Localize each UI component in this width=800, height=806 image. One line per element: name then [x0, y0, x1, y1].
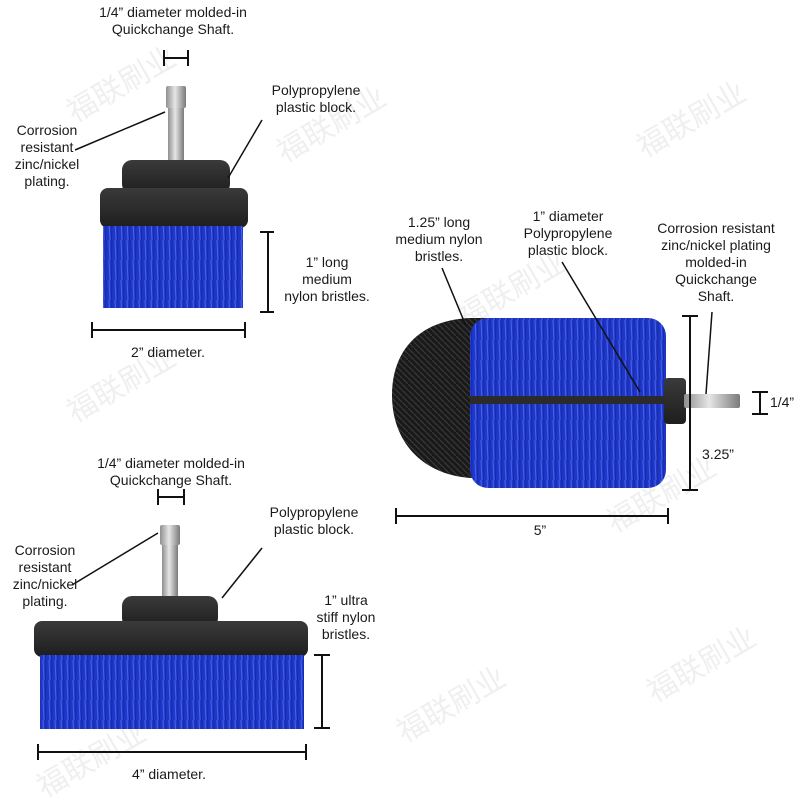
small-brush-block-label: Polypropylene plastic block. [246, 82, 386, 116]
round-brush-black-tip [392, 318, 490, 478]
round-brush-plating-label-line3: molded-in [685, 254, 747, 270]
large-brush-diameter-label: 4” diameter. [104, 766, 234, 783]
large-brush-shaft-label-line1: 1/4” diameter molded-in [97, 455, 245, 471]
round-brush-shaft-dim-text: 1/4” [769, 394, 795, 410]
small-brush-bristle-label-line1: 1” long [305, 254, 349, 270]
small-brush-plating-label-line4: plating. [24, 173, 70, 189]
large-brush-plating-label-line2: resistant [18, 559, 72, 575]
round-brush-bristle-label-line3: bristles. [414, 248, 464, 264]
round-brush-hub [664, 378, 686, 424]
round-brush [392, 261, 768, 524]
round-brush-height-dim-text: 3.25” [702, 446, 734, 462]
round-brush-height-dim: 3.25” [690, 446, 746, 463]
small-brush-diameter-label: 2” diameter. [108, 344, 228, 361]
round-brush-bristle-label-line1: 1.25” long [407, 214, 471, 230]
round-brush-block-label-line1: 1” diameter [532, 208, 604, 224]
large-brush-shaft-label-line2: Quickchange Shaft. [109, 472, 233, 488]
round-brush-shaft-dim: 1/4” [764, 394, 800, 411]
small-brush-block-label-line1: Polypropylene [271, 82, 361, 98]
round-brush-block-label: 1” diameter Polypropylene plastic block. [508, 208, 628, 259]
large-brush-bristle-label: 1” ultra stiff nylon bristles. [296, 592, 396, 643]
small-brush-shaft-label-line2: Quickchange Shaft. [111, 21, 235, 37]
round-brush-plating-label-line5: Shaft. [697, 288, 735, 304]
large-brush-plating-label-line4: plating. [22, 593, 68, 609]
small-brush-block-label-line2: plastic block. [275, 99, 357, 115]
small-brush-plating-label-line1: Corrosion [16, 122, 78, 138]
large-brush-bristle-label-line2: stiff nylon [316, 609, 376, 625]
round-brush-bristle-label-line2: medium nylon [395, 231, 483, 247]
small-brush-shaft-label-line1: 1/4” diameter molded-in [99, 4, 247, 20]
small-brush-bristles [103, 226, 243, 308]
round-brush-block-label-line2: Polypropylene [523, 225, 613, 241]
large-brush-plating-label-line1: Corrosion [14, 542, 76, 558]
large-brush-plating-label: Corrosion resistant zinc/nickel plating. [0, 542, 90, 610]
small-brush-diameter-label-text: 2” diameter. [131, 344, 205, 360]
round-brush-length-dim: 5” [520, 522, 560, 539]
large-brush-shaft-label: 1/4” diameter molded-in Quickchange Shaf… [66, 455, 276, 489]
round-brush-plating-label-line1: Corrosion resistant [657, 220, 775, 236]
round-brush-plating-label: Corrosion resistant zinc/nickel plating … [636, 220, 796, 305]
small-brush [74, 50, 274, 338]
round-brush-length-dim-text: 5” [533, 522, 547, 538]
large-brush-bristle-label-line1: 1” ultra [324, 592, 368, 608]
large-brush-hub [122, 596, 218, 628]
small-brush-shaft [168, 86, 184, 176]
large-brush-block [34, 621, 308, 657]
round-brush-block-label-line3: plastic block. [527, 242, 609, 258]
small-brush-bristle-label-line3: nylon bristles. [284, 288, 370, 304]
large-brush-bristle-label-line3: bristles. [321, 626, 371, 642]
small-brush-bristle-label: 1” long medium nylon bristles. [272, 254, 382, 305]
small-brush-block [100, 188, 248, 228]
round-brush-plating-label-line2: zinc/nickel plating [661, 237, 771, 253]
round-brush-shaft [684, 394, 740, 408]
round-brush-bristle-label: 1.25” long medium nylon bristles. [384, 214, 494, 265]
large-brush-block-label: Polypropylene plastic block. [244, 504, 384, 538]
small-brush-shaft-label: 1/4” diameter molded-in Quickchange Shaf… [68, 4, 278, 38]
small-brush-plating-label-line2: resistant [20, 139, 74, 155]
small-brush-bristle-label-line2: medium [302, 271, 352, 287]
large-brush-diameter-label-text: 4” diameter. [132, 766, 206, 782]
large-brush [34, 489, 330, 760]
small-brush-plating-label-line3: zinc/nickel [14, 156, 80, 172]
large-brush-block-label-line2: plastic block. [273, 521, 355, 537]
small-brush-plating-label: Corrosion resistant zinc/nickel plating. [2, 122, 92, 190]
round-brush-plating-label-line4: Quickchange [675, 271, 757, 287]
large-brush-bristles [40, 655, 304, 729]
round-brush-core [470, 396, 670, 404]
large-brush-plating-label-line3: zinc/nickel [12, 576, 78, 592]
large-brush-block-label-line1: Polypropylene [269, 504, 359, 520]
small-brush-hub [122, 160, 230, 194]
